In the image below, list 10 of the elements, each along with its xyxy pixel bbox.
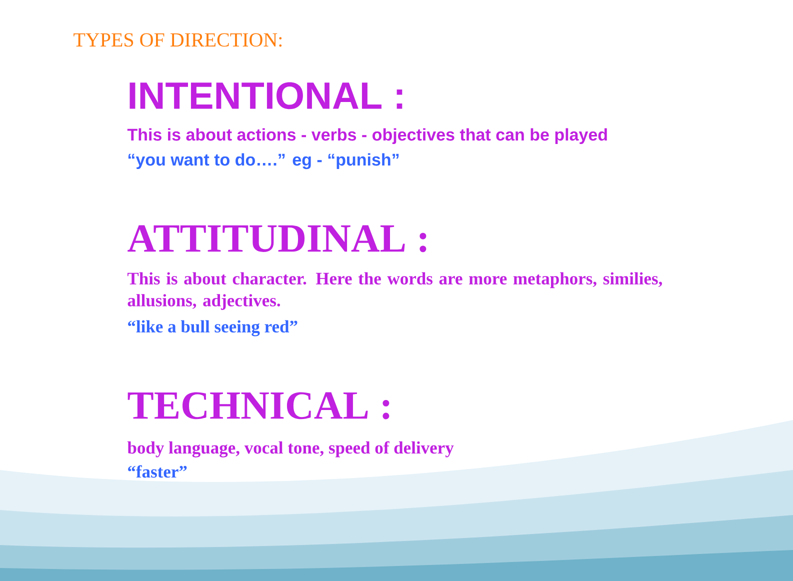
example-text: “you want to do….” eg - “punish” — [128, 153, 399, 170]
example-text: “faster” — [128, 465, 187, 478]
description-text: body language, vocal tone, speed of delivery — [127, 441, 454, 458]
slide-title: TYPES OF DIRECTION: — [74, 33, 282, 47]
section-heading: TECHNICAL : — [128, 392, 390, 420]
description-text: This is about actions - verbs - objectives that can be played — [127, 128, 607, 144]
section-heading: INTENTIONAL : — [130, 82, 402, 110]
description-text: This is about character. Here the words are more metaphors, similies, allusions, adjectives. — [127, 272, 662, 310]
example-text: “like a bull seeing red” — [128, 320, 298, 336]
section-heading: ATTITUDINAL : — [128, 225, 426, 252]
